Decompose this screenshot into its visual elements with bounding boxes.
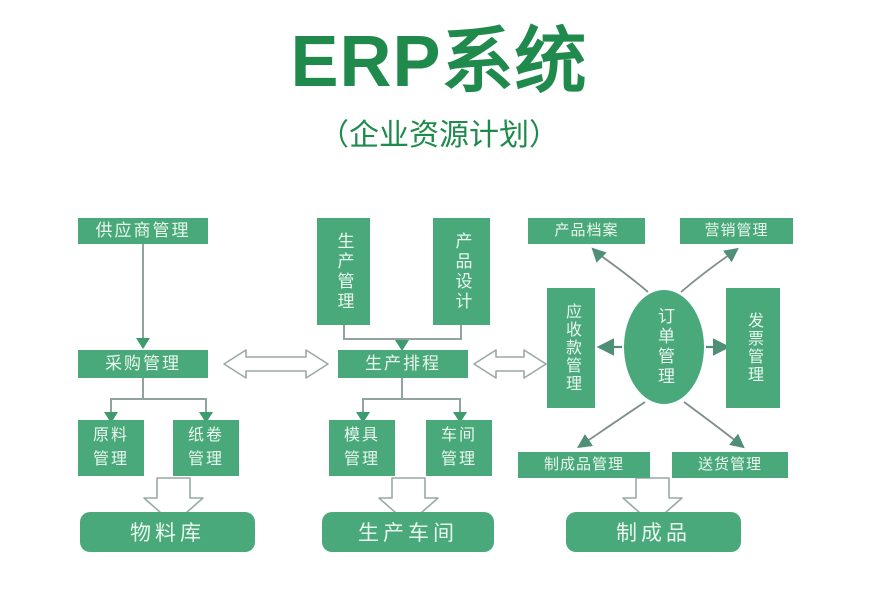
curve-order-to-product-archive: [591, 247, 649, 293]
curve-order-to-marketing: [680, 247, 739, 293]
curve-order-to-finished-goods-mgmt: [577, 401, 646, 448]
line-production-mgmt-down: [343, 325, 345, 340]
curve-order-to-delivery-mgmt: [683, 401, 745, 449]
line-supplier-to-purchase: [142, 244, 144, 340]
line-to-paper-roll: [205, 398, 207, 414]
line-purchase-down: [142, 378, 144, 400]
node-purchase-management[interactable]: 采购管理: [78, 350, 208, 378]
line-schedule-split: [362, 398, 460, 400]
arrowhead-to-schedule: [395, 340, 409, 351]
arrowhead-mold: [356, 412, 370, 423]
node-supplier-management[interactable]: 供应商管理: [78, 218, 208, 244]
node-finished-goods-management[interactable]: 制成品管理: [518, 452, 650, 478]
node-marketing-management[interactable]: 营销管理: [680, 218, 793, 244]
node-delivery-management[interactable]: 送货管理: [672, 452, 788, 478]
node-invoice-management[interactable]: 发票管理: [726, 288, 780, 408]
arrowhead-workshop: [453, 412, 467, 423]
node-workshop-management[interactable]: 车间 管理: [426, 420, 492, 476]
node-product-archive[interactable]: 产品档案: [528, 218, 645, 244]
line-to-raw-material: [110, 398, 112, 414]
node-paper-roll-management[interactable]: 纸卷 管理: [173, 420, 239, 476]
node-production-workshop[interactable]: 生产车间: [322, 512, 494, 552]
line-purchase-split: [110, 398, 206, 400]
arrowhead-paper-roll: [199, 412, 213, 423]
arrowhead-supplier-to-purchase: [136, 338, 150, 349]
arrowhead-raw-material: [104, 412, 118, 423]
double-arrow-schedule-receivable: [473, 349, 547, 379]
line-product-design-down: [460, 325, 462, 340]
node-mold-management[interactable]: 模具 管理: [329, 420, 395, 476]
line-to-workshop: [459, 398, 461, 414]
node-receivable-management[interactable]: 应收款管理: [547, 288, 595, 408]
node-production-management[interactable]: 生产管理: [317, 218, 370, 325]
line-schedule-down: [401, 378, 403, 400]
node-product-design[interactable]: 产品设计: [433, 218, 490, 325]
node-production-schedule[interactable]: 生产排程: [338, 350, 468, 378]
node-order-management[interactable]: 订单管理: [624, 290, 704, 404]
page-subtitle: （企业资源计划）: [319, 119, 559, 152]
node-finished-goods[interactable]: 制成品: [566, 512, 741, 552]
line-to-mold: [362, 398, 364, 414]
node-material-warehouse[interactable]: 物料库: [80, 512, 255, 552]
page-title: ERP系统: [290, 22, 588, 102]
double-arrow-purchase-schedule: [223, 349, 329, 379]
node-raw-material-management[interactable]: 原料 管理: [78, 420, 144, 476]
